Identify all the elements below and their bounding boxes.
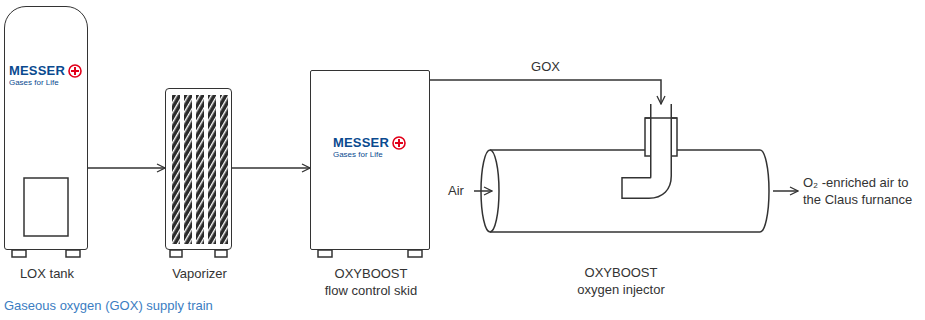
figure-caption: Gaseous oxygen (GOX) supply train: [4, 298, 213, 314]
company-logo: MESSERGases for Life: [333, 135, 406, 159]
vaporizer: Vaporizer: [165, 88, 232, 250]
vaporizer-fin: [208, 95, 216, 244]
injector-lance-fill: [622, 104, 661, 188]
lance-tip: [621, 177, 623, 199]
vaporizer-fin: [220, 95, 228, 244]
air-arrow: [474, 190, 492, 192]
stream-label: GOX: [528, 59, 563, 75]
sleeve-top: [645, 117, 677, 119]
skid-foot: [318, 250, 332, 257]
lox-tank: MESSERGases for LifeLOX tank: [4, 6, 88, 250]
brand-tagline: Gases for Life: [333, 150, 406, 159]
tank-foot: [12, 250, 26, 257]
outlet-label: O₂ -enriched air to the Claus furnance: [803, 174, 918, 208]
vaporizer-fin: [196, 95, 204, 244]
tank-foot: [66, 250, 80, 257]
vaporizer-fin: [172, 95, 180, 244]
logo-row: MESSER: [333, 135, 406, 150]
logo-row: MESSER: [9, 63, 82, 78]
vaporizer-foot: [215, 250, 227, 257]
company-logo: MESSERGases for Life: [9, 63, 82, 87]
air-inlet-label: Air: [440, 182, 472, 199]
flow-arrow: [232, 167, 310, 169]
outlet-arrow: [773, 190, 798, 192]
brand-name: MESSER: [9, 63, 65, 78]
logo-mark: [392, 136, 406, 150]
equipment-label: LOX tank: [5, 265, 89, 282]
injector-lance: [622, 104, 661, 188]
flow-arrow: [430, 80, 661, 104]
vaporizer-fin: [184, 95, 192, 244]
flow-arrow: [88, 167, 165, 169]
oxygen-injector: OXYBOOST oxygen injector: [480, 104, 762, 234]
brand-tagline: Gases for Life: [9, 78, 82, 87]
equipment-label: OXYBOOST flow control skid: [324, 265, 419, 299]
equipment-label: Vaporizer: [155, 265, 245, 282]
brand-name: MESSER: [333, 135, 389, 150]
flow-control-skid: MESSERGases for LifeOXYBOOST flow contro…: [310, 70, 430, 250]
equipment-label: OXYBOOST oxygen injector: [574, 264, 669, 298]
skid-foot: [408, 250, 422, 257]
vaporizer-foot: [170, 250, 182, 257]
tank-panel: [24, 178, 68, 236]
logo-mark: [68, 64, 82, 78]
